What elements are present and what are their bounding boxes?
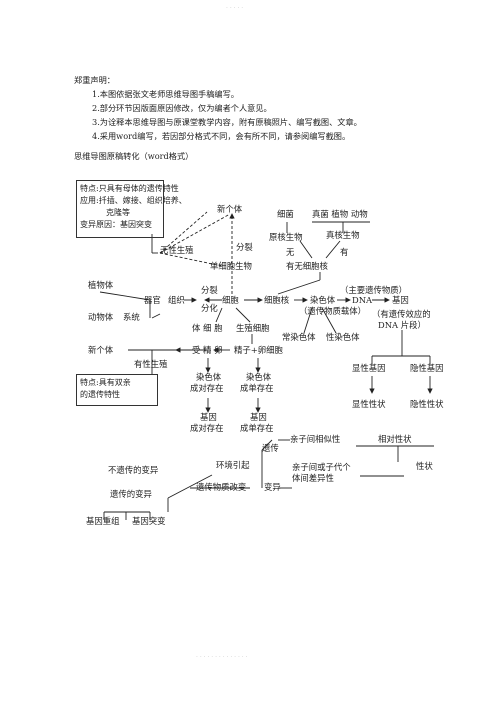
box-line: 克隆等	[106, 208, 130, 217]
cell-label: 细胞	[222, 295, 239, 305]
autosome-label: 常染色体	[282, 332, 316, 342]
have-label: 有	[340, 247, 349, 257]
asexual-characteristics-box	[76, 180, 164, 238]
gene-segment-label: DNA 片段）	[378, 320, 426, 330]
nonheritable-variation-label: 不遗传的变异	[108, 465, 159, 475]
gene-pair-label: 基因	[200, 412, 217, 422]
sex-chromosome-label: 性染色体	[326, 332, 360, 342]
difference-label: 亲子间或子代个	[292, 462, 351, 472]
box-line: 特点:只具有母体的遗传特性	[80, 184, 179, 193]
chromosome-pair-label: 成对存在	[190, 383, 224, 393]
organ-label: 器官	[144, 295, 161, 305]
box-line: 应用:扦插、嫁接、组织培养、	[80, 196, 187, 205]
none-label: 无	[286, 247, 295, 257]
difference-label: 体间差异性	[292, 473, 334, 483]
gene-single-label: 基因	[250, 412, 267, 422]
chromosome-label: 染色体	[310, 295, 336, 305]
heredity-label: 遗传	[262, 443, 279, 453]
sexual-reproduction-label: 有性生殖	[134, 359, 168, 369]
zygote-label: 受 精 卵	[192, 345, 223, 355]
bacteria-label: 细菌	[277, 209, 294, 219]
unicellular-label: 单细胞生物	[210, 261, 252, 271]
statement-item: 3.为诠释本思维导图与原课堂教学内容，附有原稿照片、编写截图、文章。	[92, 117, 362, 127]
gene-label: 基因	[392, 295, 409, 305]
box-line: 的遗传特性	[80, 390, 120, 399]
heritable-variation-label: 遗传的变异	[110, 489, 152, 499]
relative-trait-label: 相对性状	[378, 434, 412, 444]
footer-faint-text: · · · · · · · · · · · · · ·	[196, 654, 248, 661]
division2-label: 分裂	[201, 285, 218, 295]
germ-cell-label: 生殖细胞	[236, 323, 270, 333]
new-individual-left: 新个体	[88, 345, 114, 355]
differentiation-label: 分化	[201, 303, 218, 313]
chromosome-pair-label: 染色体	[196, 372, 222, 382]
new-individual-top: 新个体	[217, 204, 243, 214]
section-title: 思维导图原稿转化（word格式）	[74, 151, 194, 161]
dominant-gene-label: 显性基因	[352, 363, 386, 373]
sexual-characteristics-box	[76, 374, 158, 406]
statement-item: 4.采用word编写，若因部分格式不同，会有所不同，请参阅编写截图。	[92, 131, 351, 141]
chromosome-single-label: 染色体	[246, 372, 272, 382]
chromosome-single-label: 成单存在	[240, 383, 274, 393]
recombination-label: 基因重组	[86, 516, 120, 526]
carrier-label: （遗传物质载体）	[299, 306, 366, 316]
recessive-gene-label: 隐性基因	[410, 363, 444, 373]
mutation-label: 基因突变	[132, 516, 166, 526]
statement-item: 2.部分环节因版面原因修改，仅为编者个人意见。	[92, 103, 272, 113]
eukaryote-label: 真核生物	[326, 230, 360, 240]
dna-label: DNA	[352, 295, 373, 305]
nucleus-label: 细胞核	[264, 295, 290, 305]
dominant-trait-label: 显性性状	[352, 399, 386, 409]
division-label: 分裂	[236, 242, 253, 252]
recessive-trait-label: 隐性性状	[410, 399, 444, 409]
variation-label: 变异	[264, 482, 281, 492]
gene-single-label: 成单存在	[240, 423, 274, 433]
animal-body-label: 动物体	[88, 312, 114, 322]
nucleus-question-label: 有无细胞核	[286, 261, 328, 271]
genetic-change-label: 遗传物质改变	[196, 482, 247, 492]
somatic-cell-label: 体 细 胞	[192, 323, 223, 333]
statement-item: 1.本图依据张文老师思维导图手稿编写。	[92, 89, 239, 99]
environment-cause-label: 环境引起	[216, 460, 250, 470]
main-genetic-label: （主要遗传物质）	[340, 285, 407, 295]
gene-segment-label: （有遗传效应的	[372, 309, 431, 319]
parent-similarity-label: 亲子间相似性	[290, 434, 341, 444]
asexual-reproduction-label: 无性生殖	[160, 245, 194, 255]
box-line: 特点:具有双亲	[80, 378, 131, 387]
fungi-plant-animal-label: 真菌 植物 动物	[312, 209, 368, 219]
gene-pair-label: 成对存在	[190, 423, 224, 433]
tissue-label: 组织	[168, 295, 185, 305]
plant-body-label: 植物体	[88, 280, 114, 290]
statement-title: 郑重声明：	[74, 75, 115, 85]
sperm-egg-label: 精子+卵细胞	[234, 345, 283, 355]
header-faint-text: · · · · ·	[226, 5, 244, 12]
prokaryote-label: 原核生物	[269, 232, 303, 242]
system-label: 系统	[123, 312, 140, 322]
box-line: 变异原因：基因突变	[80, 220, 152, 229]
trait-label: 性状	[416, 461, 433, 471]
